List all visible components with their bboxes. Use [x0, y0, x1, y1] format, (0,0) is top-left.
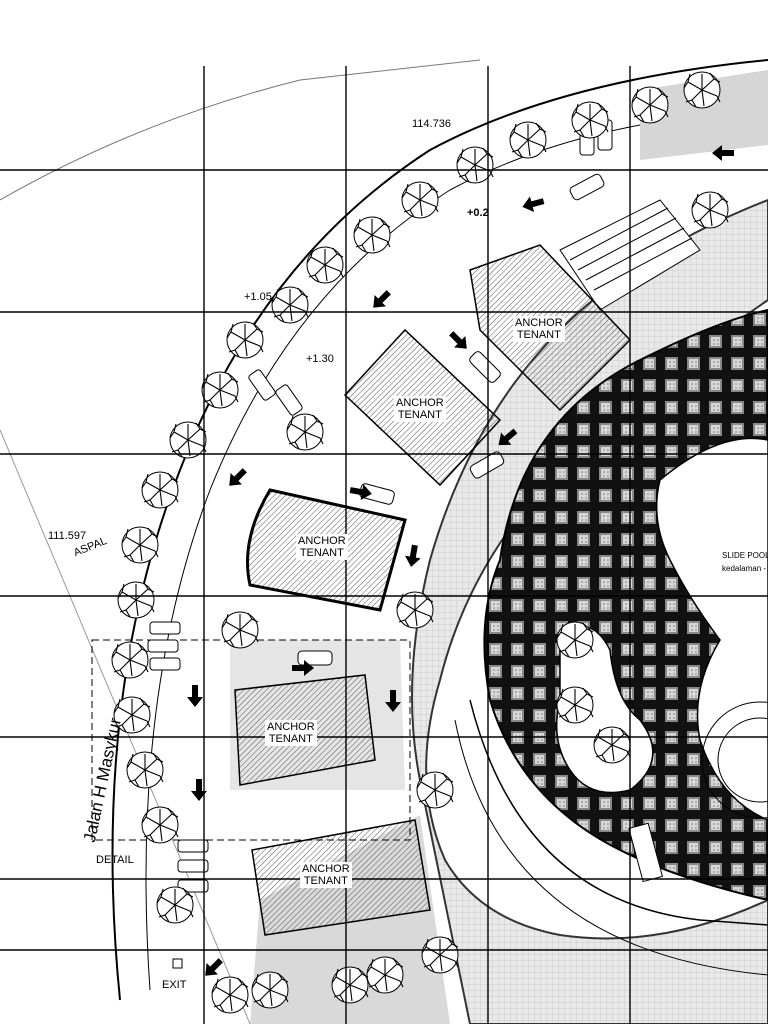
level-label-plus02: +0.2 [467, 207, 489, 219]
anchor-tenant-label-4: ANCHOR TENANT [265, 720, 317, 746]
level-label-114736: 114.736 [412, 118, 451, 130]
pool-label: SLIDE POOL [722, 551, 768, 560]
anchor-tenant-label-2: ANCHOR TENANT [394, 396, 446, 422]
anchor-tenant-label-5: ANCHOR TENANT [300, 862, 352, 888]
level-label-111597: 111.597 [48, 530, 87, 542]
exit-label: EXIT [162, 979, 187, 991]
level-label-plus105: +1.05 [244, 291, 272, 303]
detail-label: DETAIL [96, 854, 134, 866]
anchor-tenant-label-1: ANCHOR TENANT [513, 316, 565, 342]
level-label-plus130: +1.30 [306, 353, 334, 365]
pool-sublabel: kedalaman - [722, 564, 767, 573]
anchor-tenant-label-3: ANCHOR TENANT [296, 534, 348, 560]
